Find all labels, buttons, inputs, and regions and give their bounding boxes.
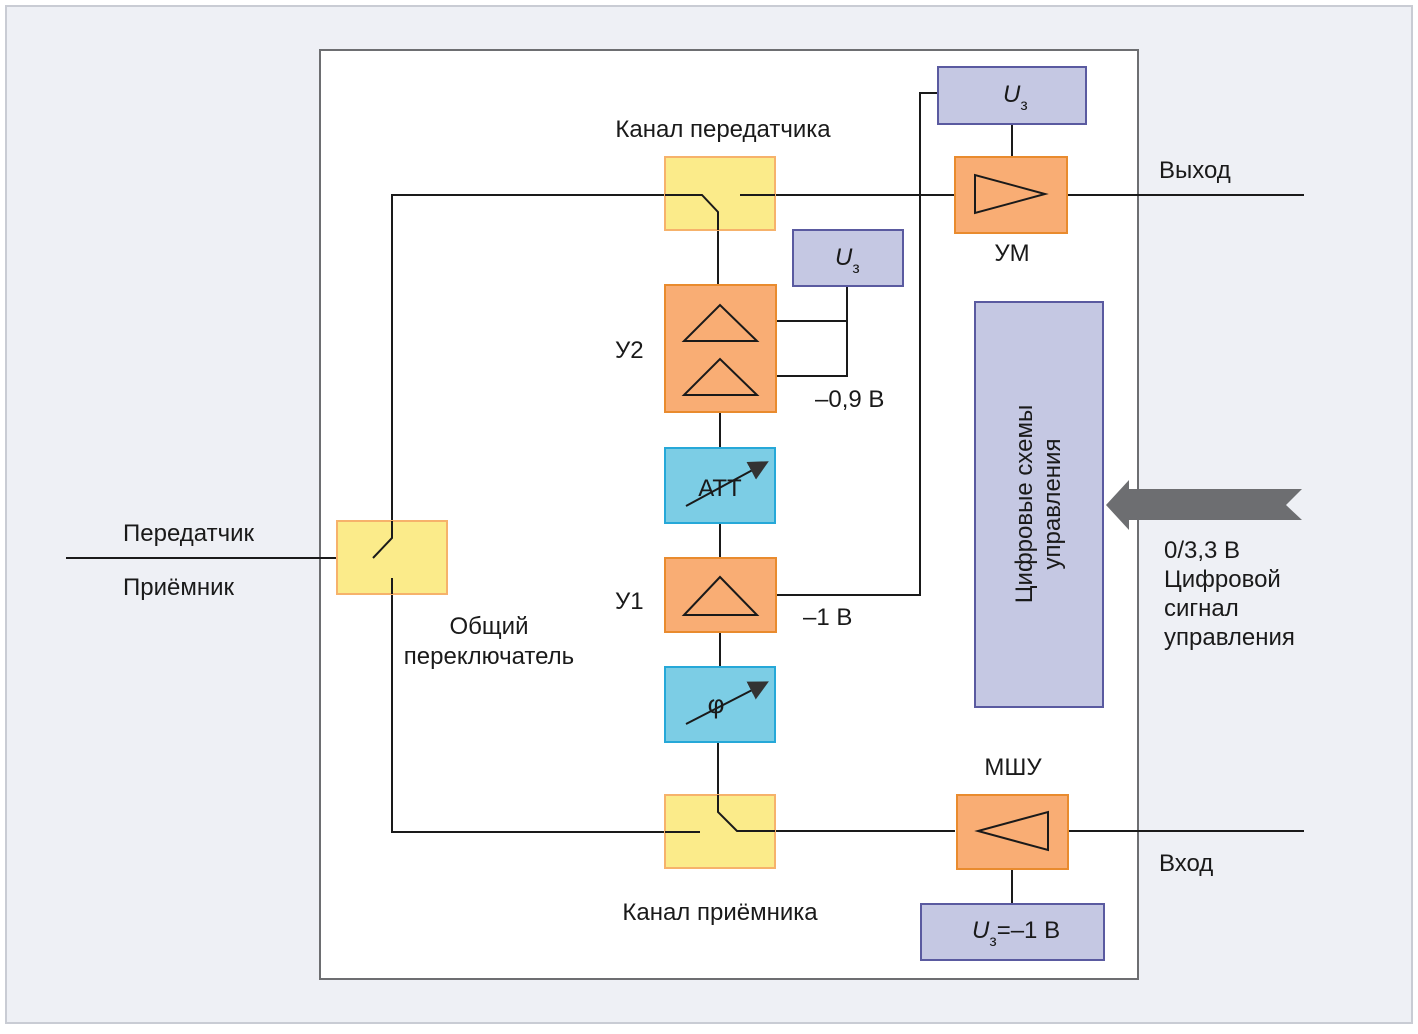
u1-amp-icon	[681, 575, 760, 616]
u2-label: У2	[615, 337, 644, 364]
digital-control-label-line1: Цифровые схемы	[1011, 405, 1038, 603]
common-switch-label-line2: переключатель	[404, 643, 574, 670]
u1-label: У1	[615, 588, 644, 615]
u2-lower-amp-icon	[681, 357, 760, 396]
pa-bias-block	[937, 66, 1087, 125]
phase-shifter-adjust-arrow	[685, 681, 769, 725]
common-switch-label-line1: Общий	[450, 613, 529, 640]
digital-control-label-line2: управления	[1039, 439, 1066, 570]
rx-channel-label: Канал приёмника	[622, 899, 818, 926]
phase-shifter-label: φ	[708, 689, 725, 719]
transmitter-label: Передатчик	[123, 520, 254, 547]
u1-amplifier-block	[664, 557, 777, 633]
pa-block	[954, 156, 1068, 234]
output-label: Выход	[1159, 157, 1231, 184]
attenuator-adjust-arrow	[685, 461, 769, 507]
u2-bias-label: Uз	[835, 244, 860, 277]
lna-bias-label: Uз=–1 В	[972, 917, 1060, 950]
receiver-label: Приёмник	[123, 574, 235, 601]
digital-signal-line1: 0/3,3 В	[1164, 537, 1240, 564]
pa-amp-icon	[974, 173, 1049, 215]
u1-voltage-label: –1 В	[803, 604, 852, 631]
lna-label: МШУ	[984, 754, 1042, 781]
pa-bias-label: Uз	[1003, 81, 1028, 114]
tx-switch-block	[664, 156, 776, 231]
attenuator-block	[664, 447, 776, 524]
tx-channel-label: Канал передатчика	[615, 116, 831, 143]
wire-u2-bias-lower	[776, 321, 848, 377]
tx-switch-contact	[665, 194, 719, 230]
input-label: Вход	[1159, 850, 1213, 877]
digital-control-label: Цифровые схемы управления	[1011, 405, 1066, 603]
pa-label: УМ	[994, 240, 1029, 267]
digital-signal-line3: сигнал	[1164, 595, 1239, 622]
control-signal-arrow	[1106, 480, 1302, 530]
digital-signal-line2: Цифровой	[1164, 566, 1281, 593]
wire-u1-bias	[776, 92, 938, 596]
lna-amp-icon	[974, 810, 1049, 852]
digital-signal-line4: управления	[1164, 624, 1295, 651]
rx-switch-contact	[717, 795, 775, 832]
u2-upper-amp-icon	[681, 303, 760, 342]
u2-bias-block	[792, 229, 904, 287]
common-switch-contact	[372, 521, 393, 559]
u2-amplifier-block	[664, 284, 777, 413]
digital-control-block	[974, 301, 1104, 708]
u2-voltage-label: –0,9 В	[815, 386, 884, 413]
diagram-labels: Канал передатчика Канал приёмника Общий …	[123, 116, 1295, 926]
lna-bias-block	[920, 903, 1105, 961]
lna-block	[956, 794, 1069, 870]
phase-shifter-block	[664, 666, 776, 743]
wire-common-to-rx	[391, 578, 700, 833]
